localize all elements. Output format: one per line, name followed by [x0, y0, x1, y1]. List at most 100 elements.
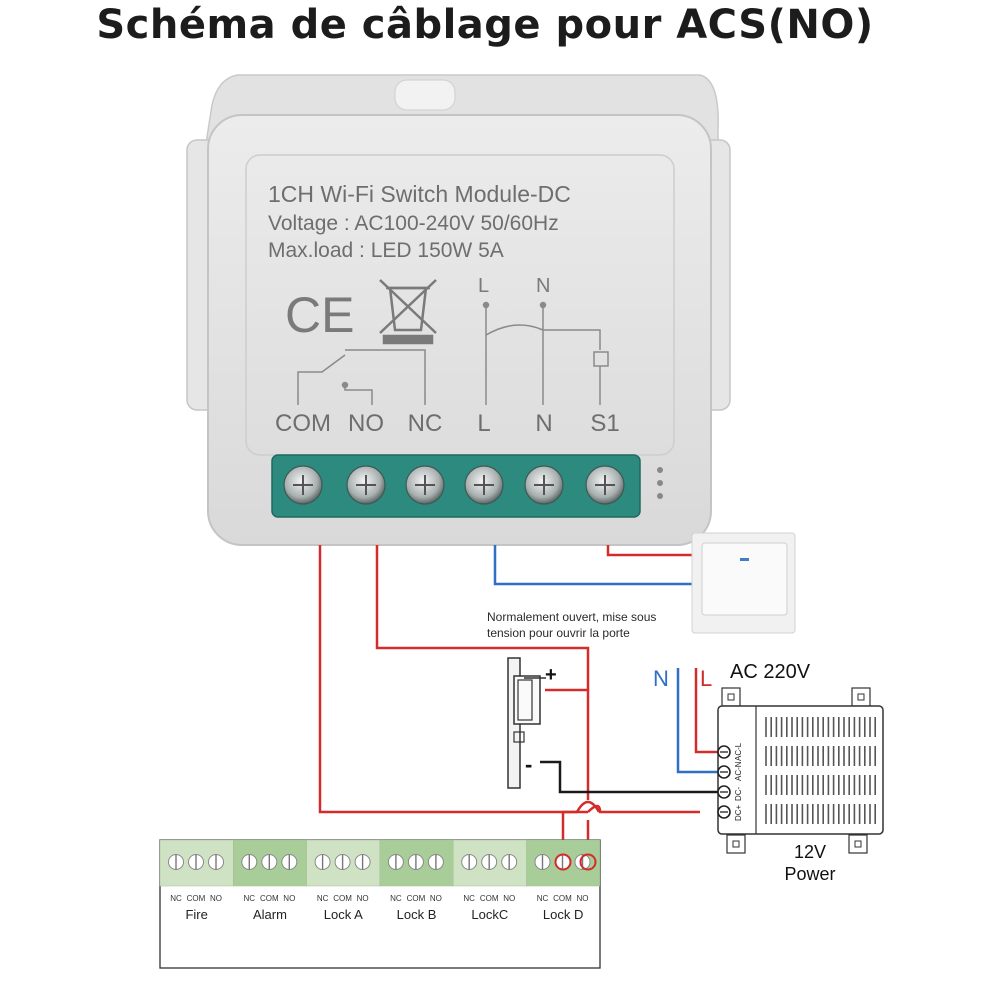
controller-pin: [208, 854, 224, 870]
controller-group-alarm: NC COM NO Alarm: [233, 839, 307, 922]
wifi-switch-module: 1CH Wi-Fi Switch Module-DC Voltage : AC1…: [186, 74, 731, 546]
controller-pin-label: NO: [357, 894, 369, 903]
wire-ac-n-blue: [676, 668, 720, 774]
controller-group-lock-d: NC COM NO Lock D: [526, 839, 601, 922]
weee-bin-icon: [379, 279, 437, 345]
psu-terminal-label: DC-: [734, 786, 743, 801]
switch-note-line1: Normalement ouvert, mise sous: [487, 610, 656, 624]
module-maxload-text: Max.load : LED 150W 5A: [268, 239, 504, 262]
terminal-label-com: COM: [275, 410, 331, 437]
controller-pin-label: NC: [317, 894, 329, 903]
controller-group-label: Lock B: [397, 907, 437, 922]
controller-pin-label: COM: [187, 894, 206, 903]
controller-pin-label: NC: [244, 894, 256, 903]
controller-pin: [427, 854, 444, 870]
wire-ac-l-red: [694, 668, 720, 754]
ln-schematic: [482, 301, 609, 405]
controller-pin-label: NC: [170, 894, 182, 903]
wire-lock-minus-black: [540, 760, 720, 794]
controller-pin: [501, 854, 518, 870]
controller-pin: [281, 854, 298, 870]
lock-minus-label: -: [525, 752, 532, 777]
wire-s1-red: [606, 545, 700, 557]
terminal-screw-nc: [405, 465, 445, 505]
psu-label-line1: 12V: [794, 842, 826, 862]
controller-pin-label: COM: [333, 894, 352, 903]
controller-pin: [334, 854, 351, 870]
controller-pin-label: COM: [260, 894, 279, 903]
module-voltage-text: Voltage : AC100-240V 50/60Hz: [268, 212, 559, 235]
schematic-n-label: N: [536, 275, 550, 297]
psu-terminal-dc+: DC+: [717, 804, 743, 821]
terminal-label-s1: S1: [590, 410, 619, 437]
controller-pin: [261, 854, 278, 870]
switch-note-line2: tension pour ouvrir la porte: [487, 626, 630, 640]
controller-pin-label: NO: [503, 894, 515, 903]
terminal-screw-l: [464, 465, 504, 505]
controller-pin-label: NC: [390, 894, 402, 903]
controller-pin-label: NO: [577, 894, 589, 903]
controller-pin: [534, 854, 551, 870]
controller-group-label: Lock D: [543, 907, 583, 922]
relay-schematic: [297, 349, 426, 405]
controller-pin: [168, 854, 184, 870]
wall-switch: [691, 532, 796, 634]
module-terminal-block: [271, 454, 641, 518]
module-title-text: 1CH Wi-Fi Switch Module-DC: [268, 181, 571, 207]
psu-terminal-ac-l: AC-L: [717, 742, 743, 761]
schematic-l-label: L: [478, 275, 489, 297]
terminal-label-n: N: [535, 410, 552, 437]
wires: [318, 545, 720, 860]
psu-label-line2: Power: [784, 864, 835, 884]
controller-pin: [188, 854, 204, 870]
psu-terminal-ac-n: AC-N: [717, 761, 743, 781]
controller-pin: [314, 854, 331, 870]
psu-terminal-dc-: DC-: [717, 785, 743, 801]
terminal-label-no: NO: [348, 410, 384, 437]
controller-pin: [241, 854, 258, 870]
controller-pin-label: COM: [407, 894, 426, 903]
controller-pin-label: NO: [210, 894, 222, 903]
ac-220v-label: AC 220V: [730, 661, 811, 683]
terminal-label-l: L: [477, 410, 490, 437]
wire-n-blue: [493, 545, 700, 586]
wire-no-red: [375, 545, 590, 690]
controller-pin-label: COM: [480, 894, 499, 903]
controller-group-label: Lock A: [324, 907, 363, 922]
controller-group-label: Fire: [185, 907, 207, 922]
module-front-face: [207, 114, 712, 546]
controller-pin-label: NC: [463, 894, 475, 903]
wire-com-red: [318, 545, 588, 814]
ac-l-label: L: [700, 666, 712, 691]
controller-pin-label: COM: [553, 894, 572, 903]
diagram-title: Schéma de câblage pour ACS(NO): [96, 2, 874, 48]
controller-pin: [461, 854, 478, 870]
controller-pin-label: NC: [537, 894, 549, 903]
psu-terminal-label: DC+: [734, 804, 743, 821]
terminal-screw-com: [283, 465, 323, 505]
psu-terminal-label: AC-L: [734, 742, 743, 761]
psu-terminal-label: AC-N: [734, 761, 743, 781]
terminal-screw-s1: [585, 465, 625, 505]
ac-n-label: N: [653, 666, 669, 691]
electric-lock: [507, 657, 546, 789]
module-terminal-screws: [283, 465, 625, 505]
controller-pin-label: NO: [283, 894, 295, 903]
controller-pin: [481, 854, 498, 870]
module-top-latch: [394, 79, 456, 111]
terminal-screw-n: [524, 465, 564, 505]
terminal-screw-no: [346, 465, 386, 505]
controller-group-label: LockC: [471, 907, 508, 922]
ce-mark-text: CE: [285, 287, 354, 343]
lock-plus-label: +: [545, 664, 557, 686]
controller-group-label: Alarm: [253, 907, 287, 922]
power-supply-unit: AC-LAC-N DC- DC+: [717, 687, 884, 854]
controller-pin: [387, 854, 404, 870]
controller-pin: [354, 854, 371, 870]
controller-group-lockc: NC COM NO LockC: [452, 839, 527, 922]
